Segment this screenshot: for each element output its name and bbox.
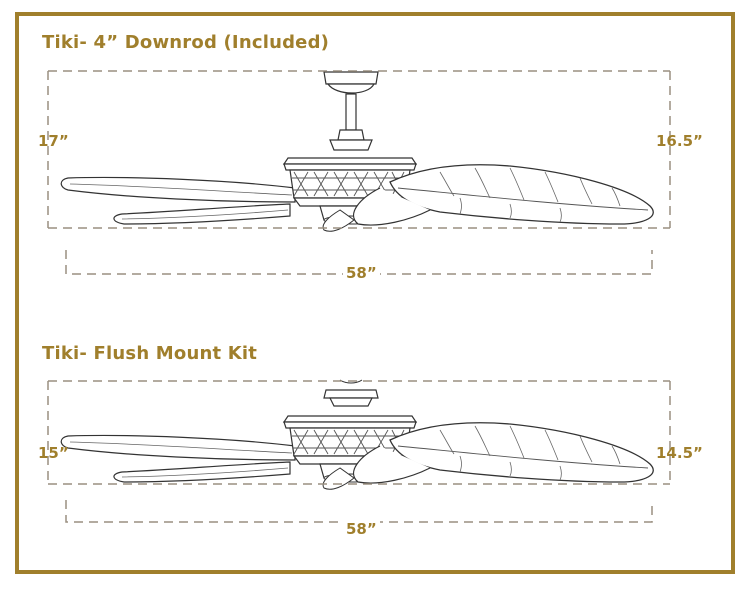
height-left-label-bottom: 15” (38, 444, 69, 462)
width-label-bottom: 58” (343, 520, 380, 538)
title-flush-mount: Tiki- Flush Mount Kit (42, 343, 258, 364)
height-left-label-top: 17” (38, 132, 69, 150)
width-label-top: 58” (343, 264, 380, 282)
height-right-label-bottom: 14.5” (656, 444, 703, 462)
height-right-label-top: 16.5” (656, 132, 703, 150)
fan-top-illustration (60, 71, 654, 232)
title-downrod: Tiki- 4” Downrod (Included) (42, 32, 330, 53)
fan-bottom-illustration (60, 379, 654, 490)
